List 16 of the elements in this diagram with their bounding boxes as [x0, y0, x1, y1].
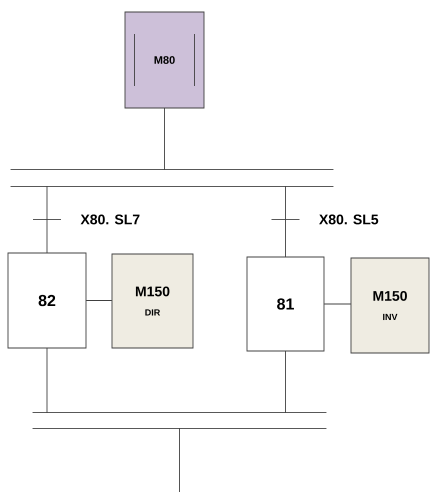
connector-line — [46, 348, 48, 413]
step-box: 81 — [246, 256, 324, 352]
action-box: M150 DIR — [112, 254, 194, 348]
connector-line — [179, 428, 180, 492]
connector-line — [285, 186, 286, 257]
transition-label: X80. SL5 — [319, 214, 378, 224]
transition-label: X80. SL7 — [80, 214, 140, 224]
action-box: M150 INV — [350, 258, 430, 354]
connector-line — [46, 186, 48, 253]
initial-step-box: M80 — [124, 12, 204, 108]
connector-line — [86, 300, 112, 301]
connector-line — [285, 351, 286, 413]
synchronization-bar — [32, 412, 327, 429]
step-box: 82 — [8, 252, 86, 348]
synchronization-bar — [10, 169, 334, 187]
connector-line — [164, 108, 165, 170]
